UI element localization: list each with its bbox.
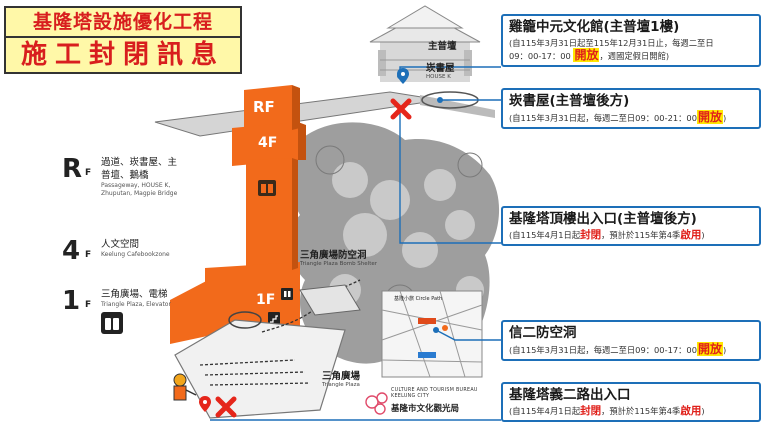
floor-legend-1f: 1 F 三角廣場、電梯 Triangle Plaza, Elevator [62, 288, 171, 334]
bureau-logo: CULTURE AND TOURISM BUREAU KEELUNG CITY … [363, 388, 478, 414]
card-detail-line: (自115年4月1日起 [509, 406, 581, 416]
card-detail-line: (自115年4月1日起 [509, 230, 581, 240]
temple-sketch [369, 5, 481, 82]
floor-code: 1 [62, 286, 81, 316]
status-open: 開放 [697, 342, 724, 356]
floor-desc-en: Zhuputan, Magpie Bridge [101, 190, 178, 197]
status-reopen: 啟用 [680, 229, 702, 241]
restroom-icon [281, 288, 293, 300]
card-detail: (自115年3月31日起至115年12月31日止，每週二至日 09：00-17：… [503, 36, 759, 65]
house-k-label-text: 崁書屋 [426, 63, 455, 74]
status-reopen: 啟用 [680, 405, 702, 417]
card-title: 雞籠中元文化館(主普壇1樓) [509, 19, 680, 35]
card-detail: (自115年3月31日起，每週二至日09：00-17：00開放) [503, 342, 759, 359]
card-detail: (自115年4月1日起封閉，預計於115年第4季啟用) [503, 404, 759, 420]
floor-code: 4 [62, 236, 81, 266]
card-detail: (自115年3月31日起，每週二至日09：00-21：00開放) [503, 110, 759, 127]
tower-edges [292, 85, 306, 270]
floor-desc-zh: 三角廣場、電梯 [101, 289, 168, 300]
location-pin-icon [199, 396, 211, 412]
elevator-icon [101, 312, 123, 334]
bureau-logo-icon [365, 392, 388, 415]
project-title: 基隆塔設施優化工程 [6, 8, 240, 38]
status-closed: 封閉 [580, 405, 602, 417]
card-detail-line: 09：00-17：00 [509, 51, 574, 61]
elevator-icon [258, 180, 276, 196]
card-xiner-shelter: 信二防空洞 (自115年3月31日起，每週二至日09：00-17：00開放) [501, 320, 761, 361]
card-culture-hall: 雞籠中元文化館(主普壇1樓) (自115年3月31日起至115年12月31日止，… [501, 14, 761, 67]
notice-heading: 施工封閉訊息 [20, 40, 225, 70]
floor-description: 過道、崁書屋、主 普壇、鵝橋 Passageway, HOUSE K, Zhup… [101, 156, 177, 198]
card-detail-line: (自115年3月31日起，每週二至日09：00-21：00 [509, 113, 697, 123]
card-tower-top-entrance: 基隆塔頂樓出入口(主普壇後方) (自115年4月1日起封閉，預計於115年第4季… [501, 206, 761, 246]
card-detail-line: ，預計於115年第4季 [601, 230, 681, 240]
plaza-label-text: 三角廣場 [322, 371, 361, 382]
card-detail-line: ) [723, 345, 727, 355]
floor-desc-en: Passageway, HOUSE K, [101, 182, 171, 189]
shelter-label: 三角廣場防空洞 Triangle Plaza Bomb Shelter [300, 247, 377, 268]
floor-legend-4f: 4 F 人文空間 Keelung Cafebookzone [62, 238, 170, 264]
status-open: 開放 [573, 48, 600, 62]
floor-desc-en: Triangle Plaza, Elevator [101, 301, 171, 308]
house-k-label-en: HOUSE K [426, 74, 451, 80]
floor-code: R [62, 154, 83, 184]
floor-suffix: F [85, 168, 92, 178]
tower-label-1f: 1F [256, 292, 276, 308]
floor-desc-en: Keelung Cafebookzone [101, 251, 170, 258]
floor-description: 人文空間 Keelung Cafebookzone [101, 238, 170, 259]
card-detail-line: ) [701, 406, 705, 416]
shelter-building [299, 284, 361, 316]
worker-figure-icon [173, 373, 197, 401]
floor-legend-rf: R F 過道、崁書屋、主 普壇、鵝橋 Passageway, HOUSE K, … [62, 156, 177, 198]
floor-desc-zh: 人文空間 [101, 239, 140, 250]
connector-lines [210, 66, 501, 421]
card-yier-road-entrance: 基隆塔義二路出入口 (自115年4月1日起封閉，預計於115年第4季啟用) [501, 382, 761, 422]
card-title: 基隆塔義二路出入口 [509, 387, 631, 403]
status-closed: 封閉 [580, 229, 602, 241]
bureau-logo-text: CULTURE AND TOURISM BUREAU KEELUNG CITY … [391, 388, 478, 414]
shelter-label-en: Triangle Plaza Bomb Shelter [300, 261, 377, 267]
location-pin-icon [397, 68, 409, 84]
notice-title-box: 基隆塔設施優化工程 施工封閉訊息 [4, 6, 242, 74]
closed-x-icon [215, 396, 237, 418]
tower-label-rf: RF [253, 98, 275, 116]
bureau-name-en: CULTURE AND TOURISM BUREAU [391, 388, 478, 393]
plaza-label-en: Triangle Plaza [322, 382, 360, 388]
card-title: 基隆塔頂樓出入口(主普壇後方) [509, 211, 697, 227]
stairs-icon [268, 312, 280, 324]
floor-desc-zh: 過道、崁書屋、主 [101, 157, 178, 168]
card-detail-line: ，週國定假日開館) [599, 51, 670, 61]
card-detail-line: ) [723, 113, 727, 123]
card-house-k: 崁書屋(主普壇後方) (自115年3月31日起，每週二至日09：00-21：00… [501, 88, 761, 129]
house-k-label: 崁書屋 HOUSE K [426, 60, 455, 81]
bureau-city-en: KEELUNG CITY [391, 394, 430, 399]
card-detail-line: (自115年3月31日起至115年12月31日止，每週二至日 [509, 38, 714, 48]
card-detail-line: ) [701, 230, 705, 240]
floor-desc-zh: 普壇、鵝橋 [101, 170, 149, 181]
plaza-label: 三角廣場 Triangle Plaza [322, 368, 360, 389]
tower-label-4f: 4F [258, 135, 278, 151]
card-title: 崁書屋(主普壇後方) [509, 93, 630, 109]
floor-suffix: F [85, 300, 92, 310]
card-detail: (自115年4月1日起封閉，預計於115年第4季啟用) [503, 228, 759, 244]
shelter-label-text: 三角廣場防空洞 [300, 250, 367, 261]
inset-map [381, 290, 483, 378]
zhuputan-label-text: 主普壇 [428, 41, 457, 52]
card-detail-line: ，預計於115年第4季 [601, 406, 681, 416]
bureau-name-zh: 基隆市文化觀光局 [391, 404, 460, 414]
inset-map-title: 基隆小旅 Circle Path [394, 296, 443, 302]
floor-description: 三角廣場、電梯 Triangle Plaza, Elevator [101, 288, 171, 334]
card-title: 信二防空洞 [509, 325, 577, 341]
closed-x-icon [390, 98, 412, 120]
status-open: 開放 [697, 110, 724, 124]
floor-suffix: F [85, 250, 92, 260]
zhuputan-label: 主普壇 [428, 38, 457, 52]
card-detail-line: (自115年3月31日起，每週二至日09：00-17：00 [509, 345, 697, 355]
